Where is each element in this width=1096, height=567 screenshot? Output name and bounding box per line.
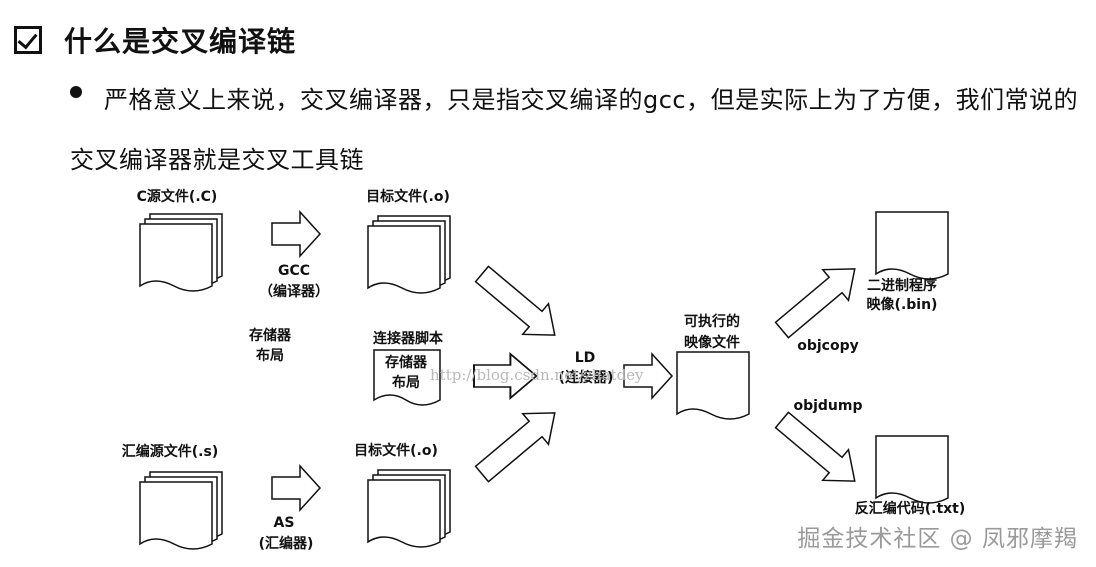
object-top-label: 目标文件(.o) xyxy=(366,188,450,205)
bin-label-1: 二进制程序 xyxy=(867,277,937,294)
object-files-bottom xyxy=(368,470,450,547)
watermark: http://blog.csdn.net/zhatdey xyxy=(430,366,644,384)
paragraph-text: 严格意义上来说，交叉编译器，只是指交叉编译的gcc，但是实际上为了方便，我们常说… xyxy=(70,86,1079,174)
executable-file xyxy=(676,351,750,420)
asm-source-files xyxy=(140,472,222,549)
section-heading: 什么是交叉编译链 xyxy=(14,20,296,60)
txt-output-file xyxy=(875,435,949,504)
checkbox-icon xyxy=(14,26,42,54)
as-sublabel: (汇编器) xyxy=(259,535,314,552)
arrow-object-bottom-to-ld xyxy=(468,396,569,491)
ld-label: LD xyxy=(575,350,596,366)
executable-label-2: 映像文件 xyxy=(684,334,740,351)
as-label: AS xyxy=(274,515,295,531)
object-files-top xyxy=(368,216,450,293)
linker-script-label: 连接器脚本 xyxy=(373,330,444,347)
bin-output-file xyxy=(875,211,949,280)
bin-label-2: 映像(.bin) xyxy=(867,296,938,313)
heading-title: 什么是交叉编译链 xyxy=(64,25,297,58)
credit-watermark: 掘金技术社区 @ 凤邪摩羯 xyxy=(797,526,1078,552)
ld-sublabel: (连接器) xyxy=(559,369,614,386)
asm-source-label: 汇编源文件(.s) xyxy=(122,443,218,460)
executable-label-1: 可执行的 xyxy=(684,313,740,330)
linker-script-inner-2: 布局 xyxy=(392,374,420,391)
object-bottom-label: 目标文件(.o) xyxy=(354,442,438,459)
bullet-icon xyxy=(70,86,82,98)
c-source-files xyxy=(140,214,222,291)
objcopy-arrow xyxy=(768,252,869,347)
objdump-label: objdump xyxy=(793,398,862,414)
linker-script-inner-1: 存储器 xyxy=(385,354,428,371)
txt-label: 反汇编代码(.txt) xyxy=(855,500,966,517)
memory-layout-line2: 布局 xyxy=(256,347,284,364)
gcc-arrow xyxy=(271,211,321,257)
memory-layout-line1: 存储器 xyxy=(249,327,292,344)
arrow-object-top-to-ld xyxy=(468,257,569,352)
gcc-label: GCC xyxy=(278,263,310,279)
gcc-sublabel: （编译器） xyxy=(259,283,329,300)
objcopy-label: objcopy xyxy=(797,338,859,354)
c-source-label: C源文件(.C) xyxy=(137,188,218,205)
linker-script-file xyxy=(373,349,441,406)
objdump-arrow xyxy=(768,403,869,498)
as-arrow xyxy=(271,465,321,511)
